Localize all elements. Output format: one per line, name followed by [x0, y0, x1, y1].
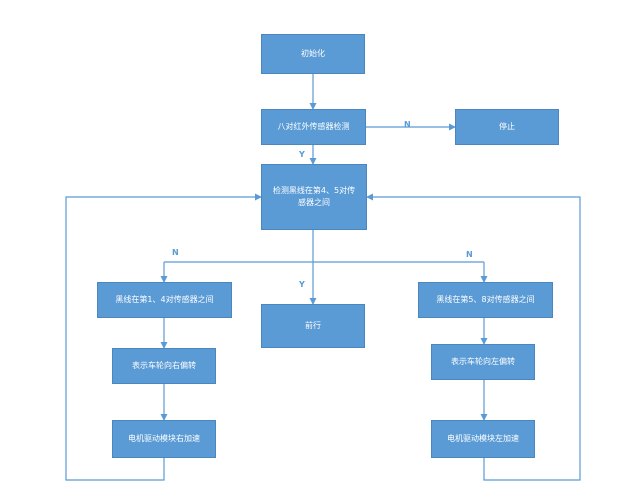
label-n-left: N [172, 248, 179, 257]
label-n-right: N [466, 250, 473, 259]
node-motor-right: 电机驱动模块右加速 [112, 420, 216, 458]
arrow-right-feedback [366, 193, 581, 481]
node-check45: 检测黑线在第4、5对传 感器之间 [261, 164, 367, 230]
label-n-stop: N [404, 120, 411, 129]
node-left14: 黑线在第1、4对传感器之间 [97, 282, 232, 318]
node-bias-left: 表示车轮向左偏转 [431, 344, 535, 380]
label-y-check: Y [299, 150, 305, 159]
node-stop: 停止 [455, 109, 559, 145]
arrow-left-feedback [65, 193, 262, 481]
label-y-forward: Y [299, 280, 305, 289]
node-motor-left: 电机驱动模块左加速 [431, 420, 535, 458]
node-forward: 前行 [261, 304, 365, 348]
node-init: 初始化 [261, 34, 365, 74]
node-right58: 黑线在第5、8对传感器之间 [418, 282, 553, 318]
node-detect: 八对红外传感器检测 [261, 109, 366, 145]
node-bias-right: 表示车轮向右偏转 [112, 348, 216, 384]
